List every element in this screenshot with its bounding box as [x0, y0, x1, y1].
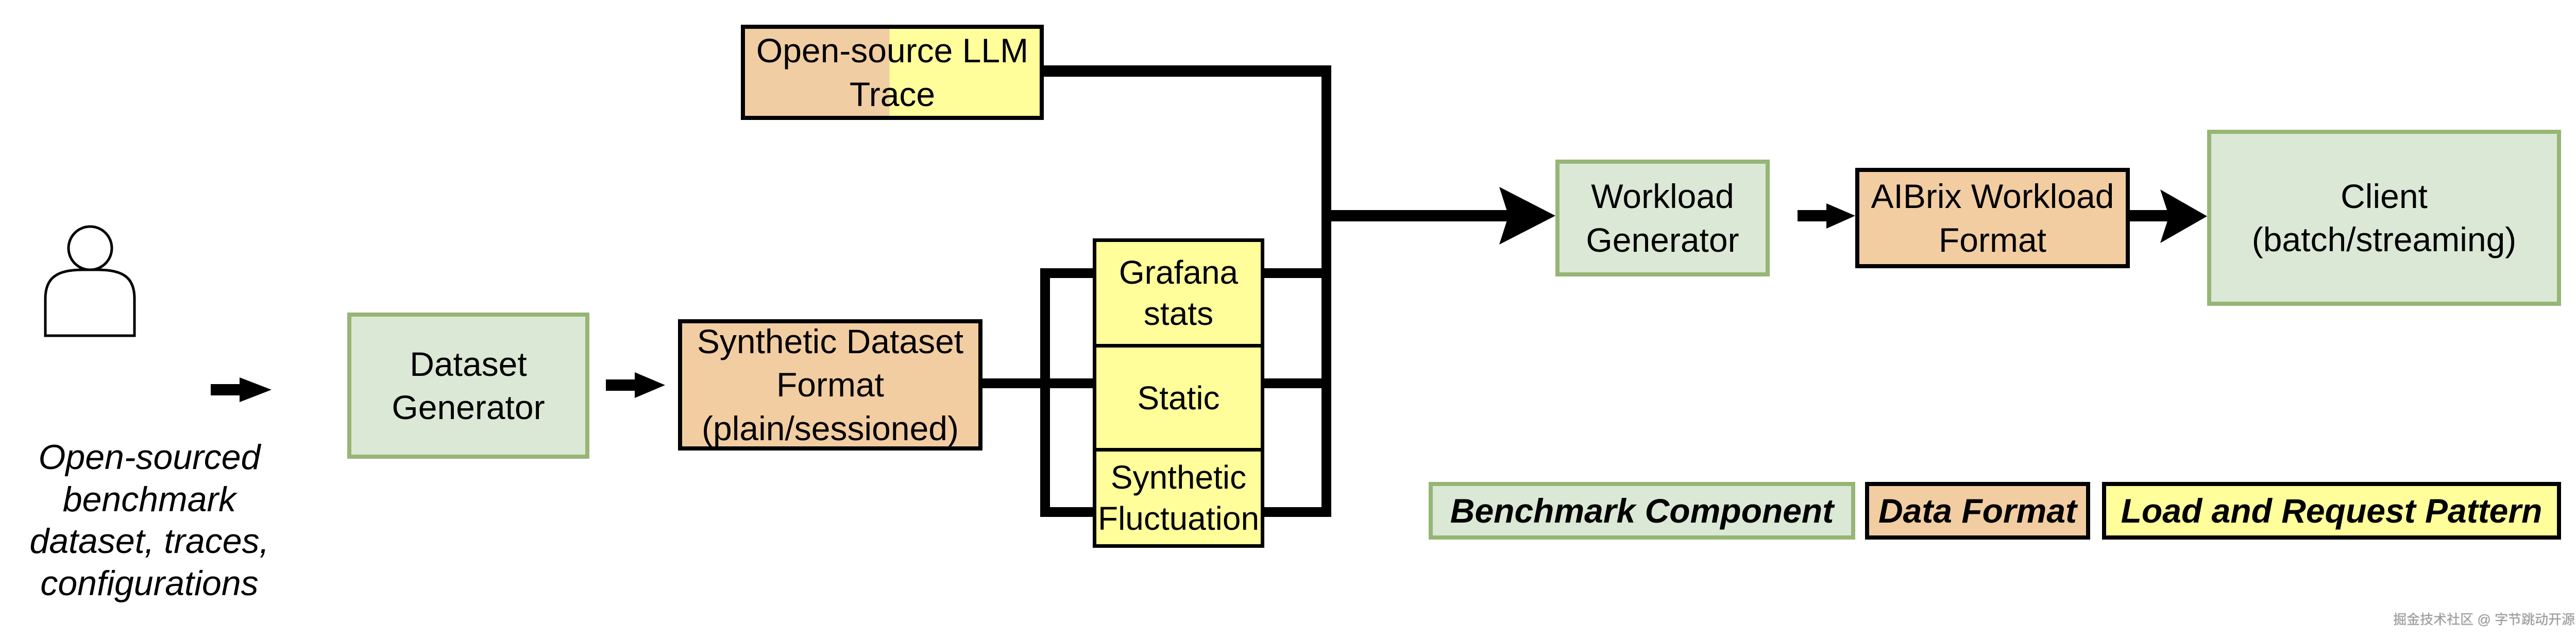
aibrix-workload-format-node[interactable]: AIBrix Workload Format	[1855, 168, 2130, 268]
arrow-source-to-dataset-generator	[211, 377, 272, 402]
open-source-llm-trace-node[interactable]: Open-source LLM Trace	[741, 25, 1044, 120]
source-caption: Open-sourced benchmark dataset, traces, …	[29, 438, 269, 603]
synthetic-dataset-format-node[interactable]: Synthetic Dataset Format (plain/sessione…	[678, 319, 982, 451]
watermark: 掘金技术社区 @ 字节跳动开源	[2393, 612, 2575, 627]
person-body	[44, 268, 136, 337]
load-pattern-stack: Grafana stats Static Synthetic Fluctuati…	[1093, 238, 1264, 548]
workload-generator-node[interactable]: Workload Generator	[1555, 160, 1770, 276]
person-head	[67, 225, 113, 271]
load-pattern-static[interactable]: Static	[1096, 344, 1261, 448]
arrow-to-workload-generator	[1321, 187, 1555, 245]
dataset-generator-node[interactable]: Dataset Generator	[347, 313, 589, 459]
arrow-workload-to-aibrix-format	[1798, 203, 1855, 229]
person-icon	[44, 225, 136, 337]
arrow-dataset-generator-to-format	[606, 372, 665, 398]
load-pattern-grafana-stats[interactable]: Grafana stats	[1118, 254, 1239, 332]
client-node[interactable]: Client (batch/streaming)	[2207, 130, 2561, 306]
legend-data-format: Data Format	[1865, 482, 2090, 540]
fan-in-bracket	[1044, 65, 1331, 517]
fan-out-bracket	[982, 268, 1093, 517]
arrow-aibrix-format-to-client	[2130, 189, 2207, 243]
load-pattern-synthetic-fluctuation[interactable]: Synthetic Fluctuation	[1096, 448, 1261, 544]
legend-load-and-request-pattern: Load and Request Pattern	[2102, 482, 2561, 540]
legend-benchmark-component: Benchmark Component	[1429, 482, 1855, 540]
